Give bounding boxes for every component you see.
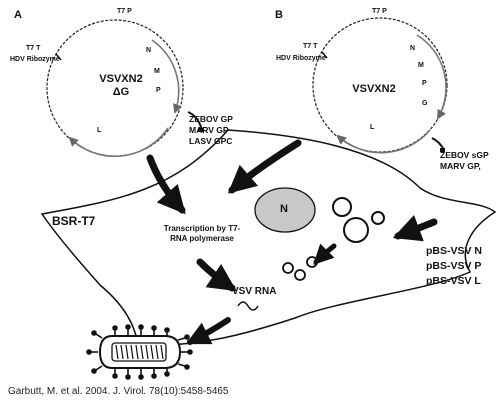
transcription-label: Transcription by T7- RNA polymerase — [152, 224, 252, 244]
transcription-label-line1: Transcription by T7- — [152, 224, 252, 234]
citation: Garbutt, M. et al. 2004. J. Virol. 78(10… — [8, 387, 229, 397]
nucleus-label: N — [280, 204, 288, 215]
insert-zebov-sgp: ZEBOV sGP — [440, 150, 489, 161]
plasmid-a-t7-promoter: T7 P — [117, 8, 132, 15]
insert-lasv-gpc: LASV GPC — [189, 136, 233, 147]
plasmid-b-gene-p: P — [422, 80, 427, 87]
panel-label-a: A — [14, 10, 22, 21]
insert-zebov-gp: ZEBOV GP — [189, 114, 233, 125]
helper-plasmid-p: pBS-VSV P — [426, 259, 482, 274]
plasmid-b-insert-list: ZEBOV sGP MARV GP, — [440, 150, 489, 172]
plasmid-a-gene-arc — [152, 40, 179, 112]
vsv-rna-label: VSV RNA — [232, 287, 276, 297]
plasmid-a-name-line2: ΔG — [96, 87, 146, 98]
insert-marv-gp-b: MARV GP, — [440, 161, 489, 172]
plasmid-a-hdv-ribozyme: HDV Ribozyme — [10, 56, 60, 63]
plasmid-b-gene-m: M — [418, 62, 424, 69]
plasmid-a-gene-m: M — [154, 68, 160, 75]
plasmid-a-t7-terminator: T7 T — [26, 45, 40, 52]
plasmid-a-gene-n: N — [146, 47, 151, 54]
plasmid-b-gene-n: N — [410, 45, 415, 52]
transcription-label-line2: RNA polymerase — [152, 234, 252, 244]
plasmid-a-l-arc — [70, 128, 168, 156]
plasmid-a-name-line1: VSVXN2 — [96, 74, 146, 85]
plasmid-b-hdv-ribozyme: HDV Ribozyme — [276, 55, 326, 62]
plasmid-a-insert-list: ZEBOV GP MARV GP LASV GPC — [189, 114, 233, 147]
plasmid-b-l-arc — [338, 130, 430, 153]
insert-marv-gp: MARV GP — [189, 125, 233, 136]
plasmid-a-gene-p: P — [156, 87, 161, 94]
helper-plasmid-list: pBS-VSV N pBS-VSV P pBS-VSV L — [426, 244, 482, 289]
plasmid-a-name: VSVXN2 ΔG — [96, 74, 146, 98]
cell-line-label: BSR-T7 — [52, 215, 95, 227]
helper-plasmid-n: pBS-VSV N — [426, 244, 482, 259]
helper-plasmid-l: pBS-VSV L — [426, 274, 482, 289]
plasmid-b-gene-l: L — [370, 124, 374, 131]
plasmid-b-name: VSVXN2 — [345, 84, 403, 95]
panel-label-b: B — [275, 10, 283, 21]
plasmid-b-t7-terminator: T7 T — [303, 43, 317, 50]
plasmid-a-gene-l: L — [97, 127, 101, 134]
plasmid-b-t7-promoter: T7 P — [372, 8, 387, 15]
plasmid-b-gene-g: G — [422, 100, 427, 107]
